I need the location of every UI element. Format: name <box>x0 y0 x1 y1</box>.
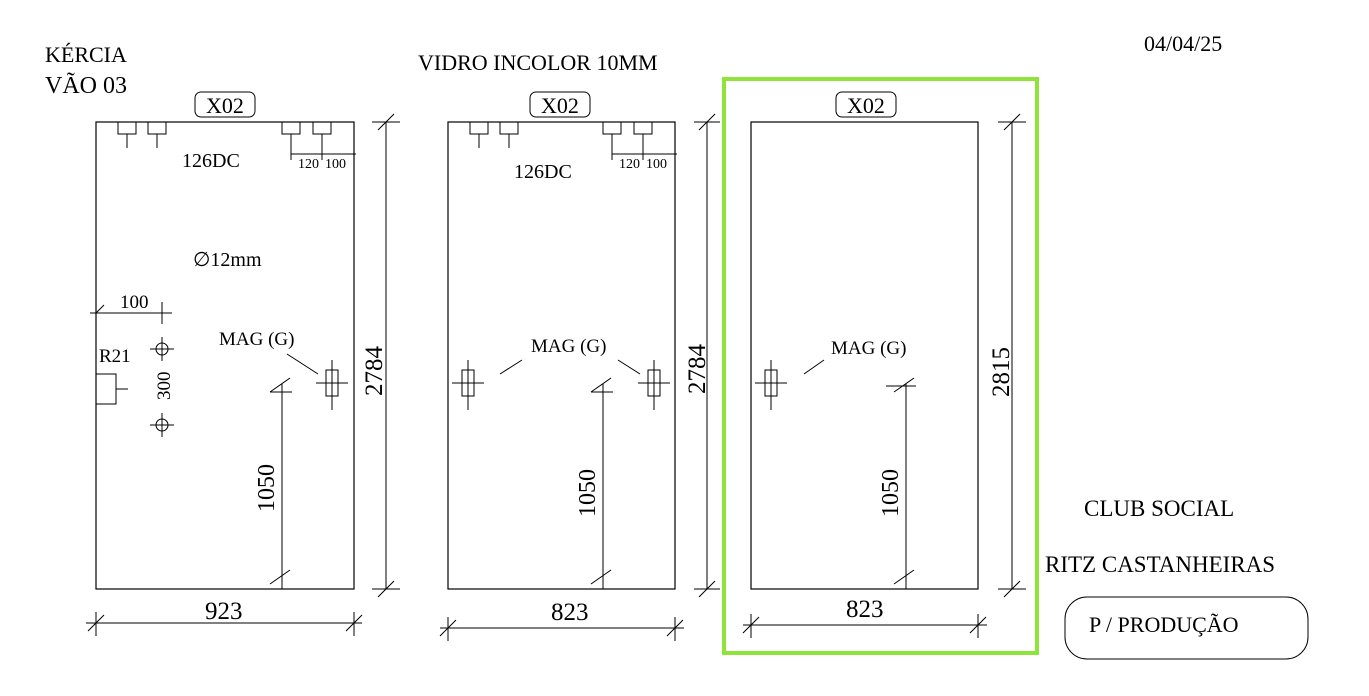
panel-1-width-dim-line <box>86 612 363 636</box>
panel-2-code: X02 <box>541 93 579 118</box>
panel-1-width: 923 <box>205 598 243 625</box>
project-line-2: RITZ CASTANHEIRAS <box>1045 552 1275 577</box>
panel-1-edge-dim: 100 <box>120 292 149 313</box>
panel-1-radius-label: R21 <box>99 346 131 367</box>
panel-2-hinge-label: 126DC <box>514 161 572 183</box>
panel-1-hinge-label: 126DC <box>182 150 240 172</box>
panel-3-height: 2815 <box>988 347 1015 397</box>
panel-3-code-tag <box>835 91 897 118</box>
project-line-1: CLUB SOCIAL <box>1084 496 1234 521</box>
panel-3-lock-dim-line <box>886 377 916 589</box>
panel-1: X02 120 100 126DC ∅12mm 100 R21 300 <box>86 91 400 636</box>
panel-1-radius-notch <box>96 373 128 405</box>
panel-1-code-tag <box>194 91 256 118</box>
panel-2-hinge-dim-line <box>611 148 677 160</box>
client-name: KÉRCIA <box>45 42 127 67</box>
production-button[interactable]: P / PRODUÇÃO <box>1064 596 1309 660</box>
panel-2-magnet-symbol-left <box>452 360 484 410</box>
panel-3-outline <box>750 121 979 590</box>
panel-3-magnet-label: MAG (G) <box>831 338 906 359</box>
opening-label: VÃO 03 <box>45 73 127 99</box>
panel-1-hinge-dim-1: 120 <box>298 157 319 172</box>
panel-2-width-dim-line <box>439 617 684 641</box>
drawing-date: 04/04/25 <box>1144 31 1222 56</box>
panel-1-hinge-dim-line <box>290 148 356 160</box>
panel-1-height: 2784 <box>361 346 388 397</box>
panel-1-magnet-symbol <box>316 360 348 410</box>
panel-1-hole-spacing: 300 <box>154 372 175 401</box>
panel-3-width: 823 <box>846 596 884 623</box>
panel-2-outline <box>447 121 676 590</box>
production-button-label: P / PRODUÇÃO <box>1089 612 1239 637</box>
panel-3-lock-height: 1050 <box>878 469 904 517</box>
panel-1-magnet-label: MAG (G) <box>219 329 294 350</box>
panel-2-height-dim-line <box>694 113 720 598</box>
panel-1-outline <box>95 121 355 590</box>
panel-1-lock-dim-line <box>269 377 292 589</box>
panel-1-edge-dim-line <box>90 302 172 324</box>
glass-spec: VIDRO INCOLOR 10MM <box>418 50 658 75</box>
panel-2-lock-height: 1050 <box>575 469 601 517</box>
panel-2-height: 2784 <box>684 344 711 395</box>
panel-2-code-tag <box>529 91 591 118</box>
panel-2-hinge-dim-1: 120 <box>619 157 640 172</box>
panel-2-width: 823 <box>551 599 589 626</box>
panel-3-selection-frame <box>722 77 1039 655</box>
panel-1-height-dim-line <box>372 113 400 598</box>
panel-3-magnet-symbol <box>755 360 787 410</box>
panel-3-height-dim-line <box>998 113 1026 598</box>
panel-2-lock-dim-line <box>590 377 613 589</box>
panel-3-width-dim-line <box>742 614 987 638</box>
panel-1-hinge-dim-2: 100 <box>325 157 346 172</box>
panel-3-magnet-leader <box>803 359 825 375</box>
panel-2-magnet-label: MAG (G) <box>531 336 606 357</box>
panel-2-magnet-symbol-right <box>638 360 670 410</box>
panel-3[interactable]: X02 MAG (G) 1050 2815 823 <box>722 77 1039 655</box>
panel-2-magnet-leaders <box>499 359 641 375</box>
panel-1-hole-label: ∅12mm <box>193 249 262 271</box>
panel-1-code: X02 <box>206 93 244 118</box>
panel-1-lock-height: 1050 <box>254 464 280 512</box>
panel-2-hinge-cutouts <box>469 122 653 148</box>
panel-2-hinge-dim-2: 100 <box>646 157 667 172</box>
panel-1-hinge-cutouts <box>117 122 332 148</box>
panel-3-code: X02 <box>847 93 885 118</box>
panel-2: X02 120 100 126DC MAG (G) 1050 2784 <box>439 91 720 641</box>
panel-1-holes <box>150 337 174 437</box>
panel-1-magnet-leader <box>286 353 319 375</box>
